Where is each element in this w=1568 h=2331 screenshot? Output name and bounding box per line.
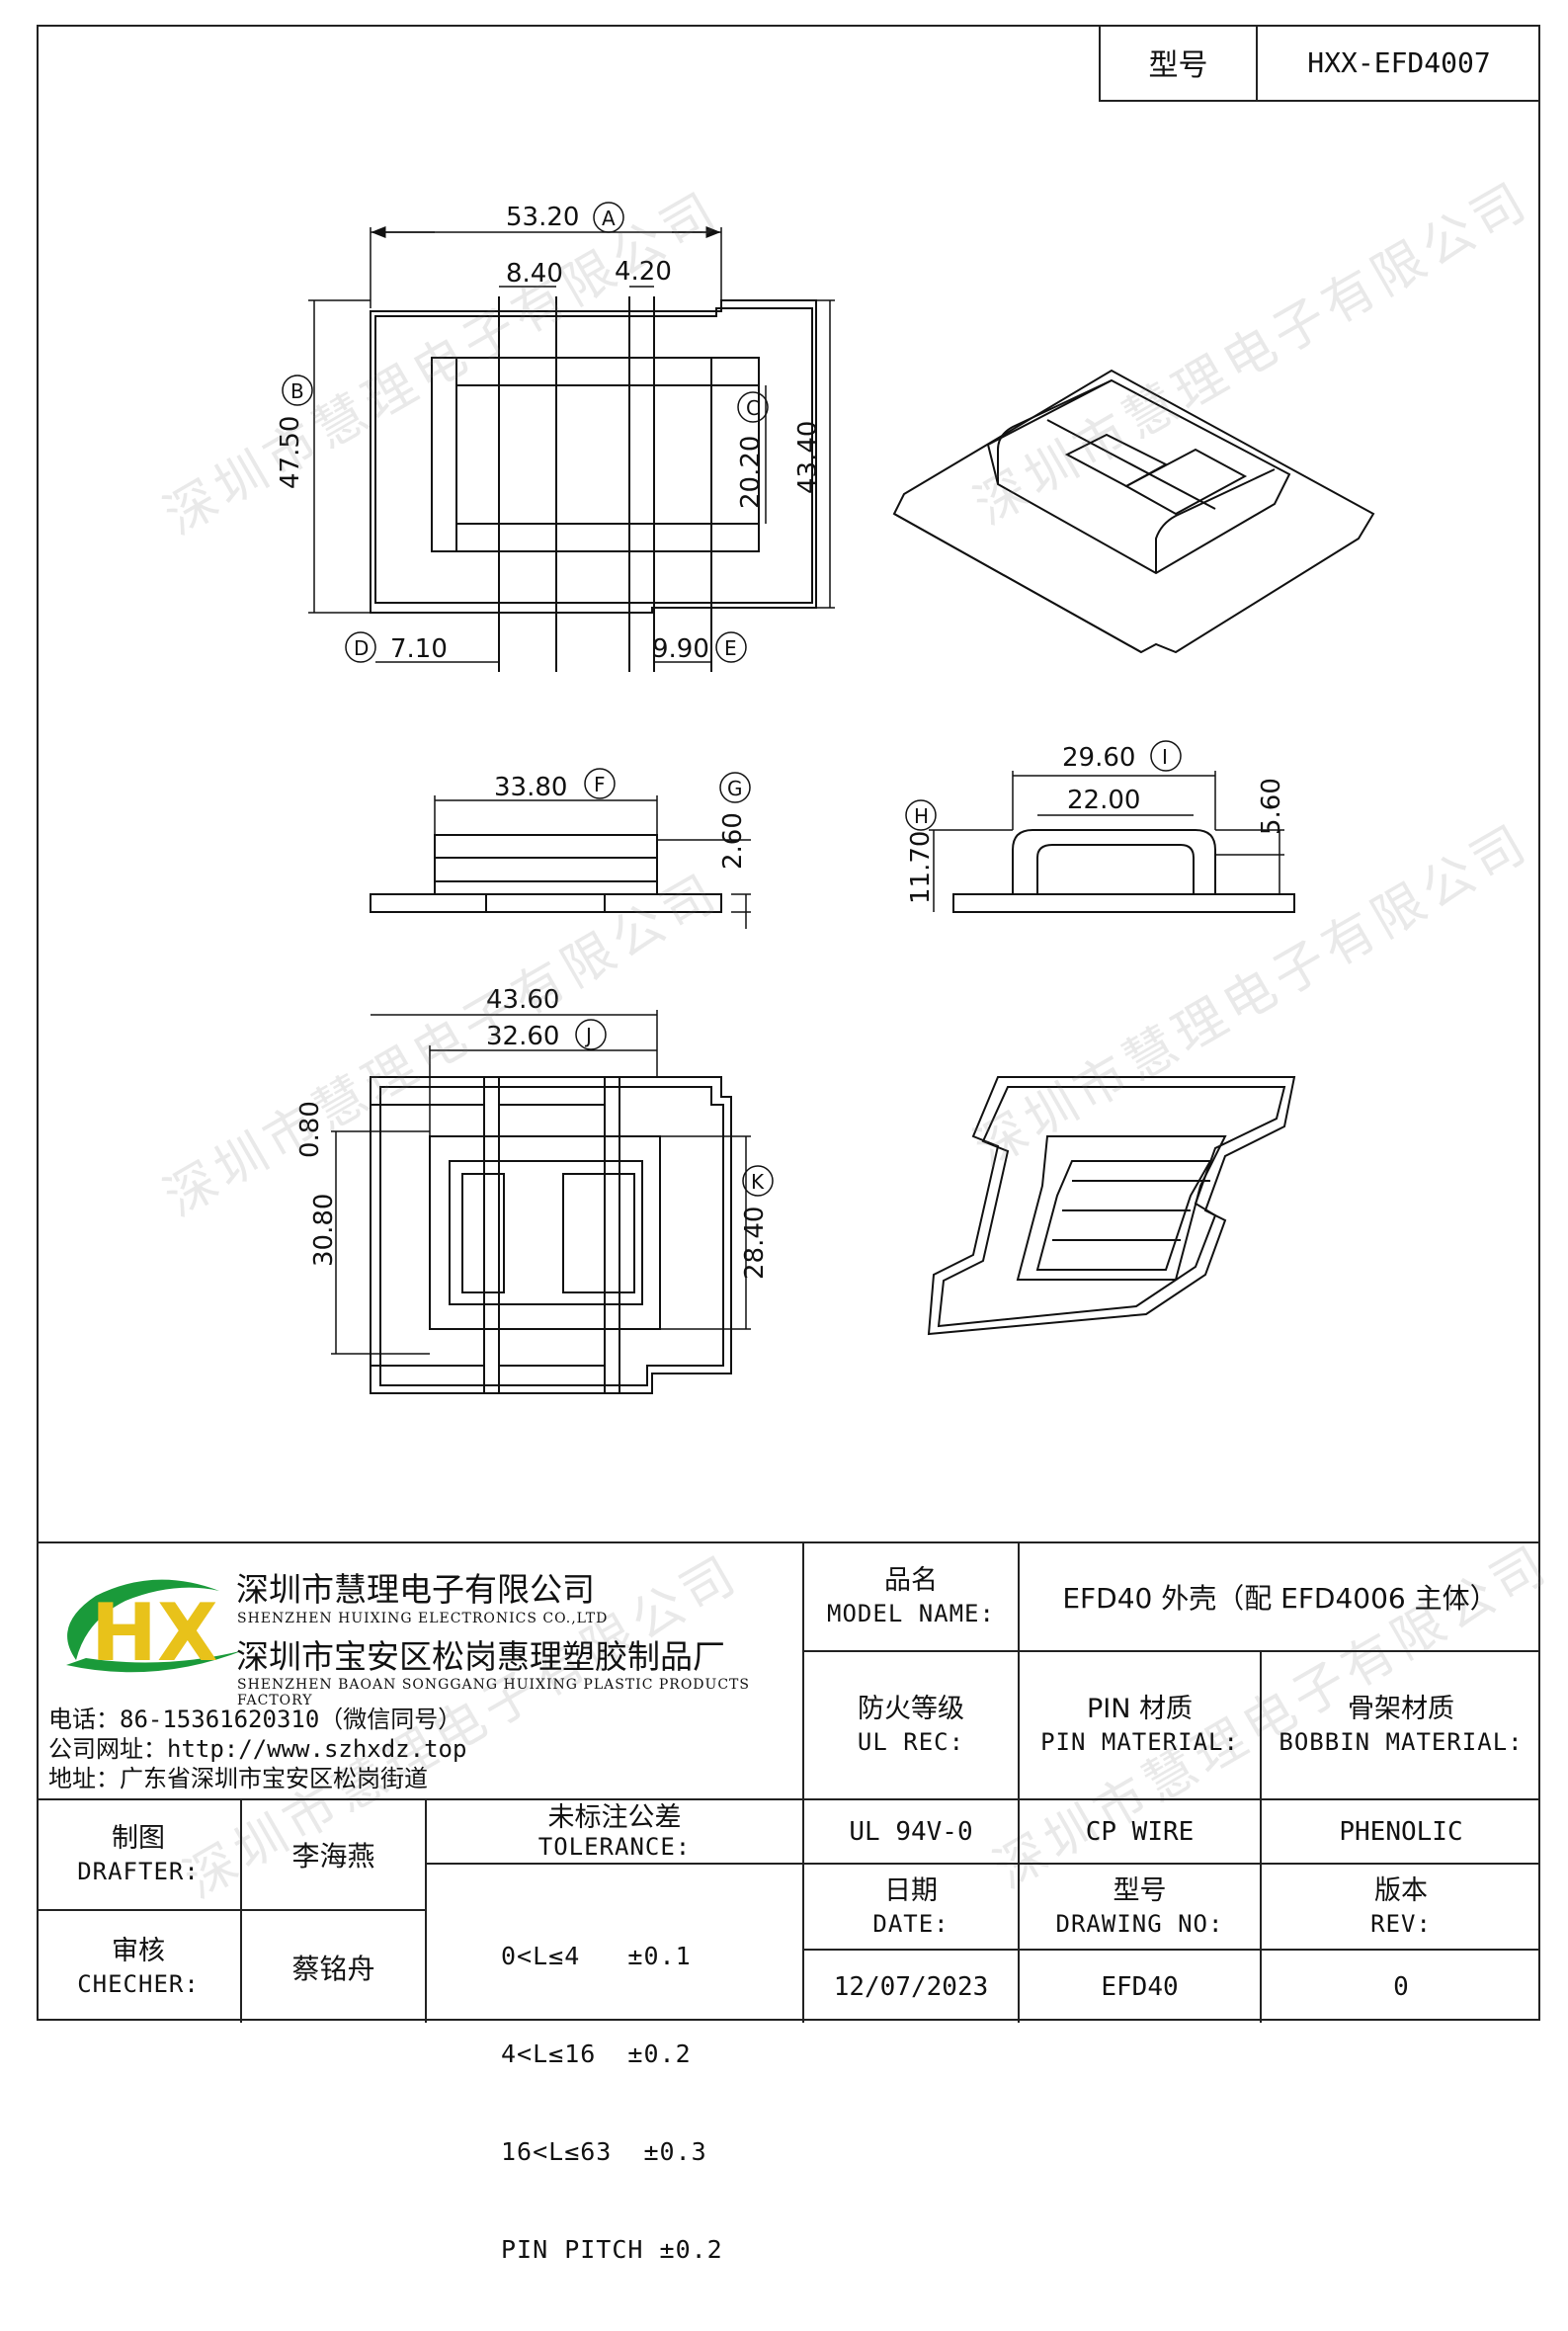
divider	[1260, 1650, 1262, 2023]
dim-b-value: 47.50	[276, 416, 305, 489]
ref-h-label: H	[914, 804, 929, 828]
tolerance-line: PIN PITCH ±0.2	[501, 2235, 723, 2264]
technical-drawing: 53.20 8.40 4.20 47.50 20.20 43.40 7.10 9…	[276, 202, 1375, 1394]
company-info: HX 深圳市慧理电子有限公司 SHENZHEN HUIXING ELECTRON…	[37, 1543, 802, 1798]
bobbin-material-label: 骨架材质 BOBBIN MATERIAL:	[1279, 1694, 1524, 1756]
dim-2200-value: 22.00	[1067, 786, 1140, 815]
drafter-label: 制图 DRAFTER:	[77, 1823, 200, 1885]
drawing-no-value: EFD40	[1101, 1971, 1179, 2002]
logo-text: HX	[91, 1587, 218, 1679]
divider	[802, 1543, 804, 2023]
ref-f-label: F	[594, 773, 606, 796]
factory-name-cn: 深圳市宝安区松岗惠理塑胶制品厂	[236, 1637, 725, 1676]
dim-4360-value: 43.60	[486, 985, 559, 1015]
divider	[240, 1798, 242, 2023]
side-view	[952, 829, 1295, 913]
tolerance-label: 未标注公差 TOLERANCE:	[537, 1801, 692, 1861]
dim-4340-value: 43.40	[793, 421, 823, 494]
divider	[802, 1949, 1540, 1951]
factory-name-en: SHENZHEN BAOAN SONGGANG HUIXING PLASTIC …	[237, 1677, 750, 1708]
ul-rec-value: UL 94V-0	[849, 1816, 973, 1847]
dim-j-value: 32.60	[486, 1022, 559, 1051]
divider	[425, 1798, 427, 2023]
dim-e-value: 9.90	[652, 634, 709, 664]
isometric-view-top	[892, 369, 1375, 654]
checker-value: 蔡铭舟	[291, 1952, 375, 1985]
drafter-value: 李海燕	[291, 1840, 375, 1873]
ref-i-label: I	[1162, 745, 1168, 769]
dim-420-value: 4.20	[615, 257, 672, 287]
pin-material-value: CP WIRE	[1085, 1816, 1195, 1847]
company-phone: 电话：86-15361620310（微信同号）	[48, 1706, 462, 1733]
model-header-box: 型号 HXX-EFD4007	[1099, 25, 1540, 102]
ref-a-label: A	[602, 207, 616, 230]
divider	[802, 1863, 1540, 1865]
dim-f-value: 33.80	[494, 773, 567, 802]
ref-g-label: G	[727, 777, 743, 800]
rev-label: 版本 REV:	[1370, 1874, 1432, 1938]
ref-j-label: J	[584, 1024, 592, 1047]
ref-c-label: C	[746, 396, 760, 420]
isometric-view-bottom	[927, 1076, 1296, 1336]
tolerance-line: 0<L≤4 ±0.1	[501, 1942, 692, 1970]
company-name-cn: 深圳市慧理电子有限公司	[236, 1570, 595, 1609]
date-value: 12/07/2023	[833, 1971, 989, 2002]
drawing-no-label: 型号 DRAWING NO:	[1055, 1874, 1224, 1938]
pin-material-label: PIN 材质 PIN MATERIAL:	[1040, 1694, 1239, 1756]
ref-b-label: B	[290, 379, 304, 403]
tolerance-line: 16<L≤63 ±0.3	[501, 2137, 707, 2166]
ul-rec-label: 防火等级 UL REC:	[857, 1694, 965, 1756]
ref-d-label: D	[354, 636, 369, 660]
divider	[1018, 1543, 1020, 2023]
bobbin-material-value: PHENOLIC	[1339, 1816, 1463, 1847]
checker-label: 审核 CHECHER:	[77, 1935, 200, 1998]
dim-h-value: 11.70	[906, 831, 936, 904]
dim-3080-value: 30.80	[309, 1194, 339, 1267]
date-label: 日期 DATE:	[872, 1874, 949, 1938]
model-header-label: 型号	[1148, 48, 1208, 83]
dim-a-value: 53.20	[506, 203, 579, 232]
dim-g-value: 2.60	[718, 812, 748, 870]
company-website: 公司网址：http://www.szhxdz.top	[48, 1735, 467, 1763]
dim-c-value: 20.20	[736, 436, 766, 509]
divider	[802, 1650, 1540, 1652]
dim-d-value: 7.10	[390, 634, 448, 664]
top-view	[370, 296, 817, 672]
front-view	[370, 834, 722, 913]
dim-080-value: 0.80	[295, 1101, 325, 1158]
bottom-view	[370, 1076, 732, 1394]
ref-k-label: K	[751, 1170, 765, 1194]
company-address: 地址：广东省深圳市宝安区松岗街道	[48, 1765, 428, 1792]
model-name-value: EFD40 外壳（配 EFD4006 主体）	[1062, 1582, 1498, 1615]
tolerance-values: 0<L≤4 ±0.1 4<L≤16 ±0.2 16<L≤63 ±0.3 PIN …	[501, 1874, 723, 2331]
drawing-frame	[37, 25, 1540, 2021]
rev-value: 0	[1393, 1971, 1409, 2002]
ref-e-label: E	[724, 636, 737, 660]
title-block: HX 深圳市慧理电子有限公司 SHENZHEN HUIXING ELECTRON…	[37, 1541, 1540, 2264]
dim-k-value: 28.40	[740, 1207, 770, 1280]
model-name-label: 品名 MODEL NAME:	[827, 1565, 995, 1627]
company-name-en: SHENZHEN HUIXING ELECTRONICS CO.,LTD	[237, 1611, 609, 1626]
model-header-value: HXX-EFD4007	[1307, 45, 1491, 79]
dim-i-value: 29.60	[1062, 743, 1135, 773]
company-logo: HX	[66, 1579, 244, 1679]
dim-560-value: 5.60	[1257, 778, 1286, 835]
divider	[37, 1909, 425, 1911]
divider	[425, 1863, 802, 1865]
dim-840-value: 8.40	[506, 259, 563, 289]
divider	[37, 1798, 1540, 1800]
